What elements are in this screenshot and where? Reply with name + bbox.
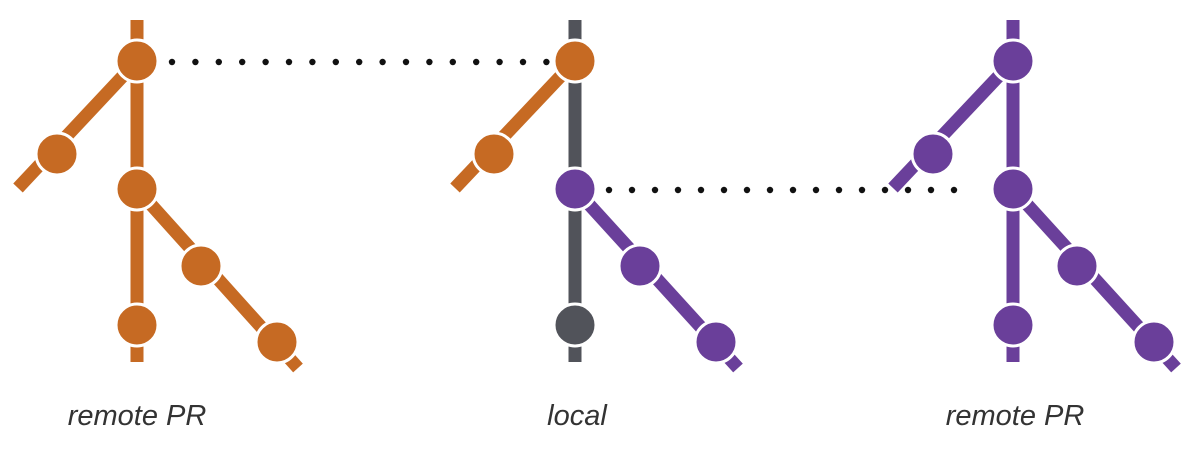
right-commit-merge — [990, 166, 1036, 212]
left-commit-branch-2 — [254, 319, 300, 365]
middle-commit-side — [471, 131, 517, 177]
middle-commit-bottom — [552, 302, 598, 348]
top-dotted-connector — [168, 58, 550, 66]
middle-connector-dot-7 — [766, 186, 774, 194]
middle-connector-dot-15 — [950, 186, 958, 194]
middle-connector-dot-11 — [858, 186, 866, 194]
top-connector-dot-0 — [168, 58, 176, 66]
top-connector-dot-6 — [309, 58, 316, 66]
top-connector-dot-2 — [215, 58, 222, 66]
middle-connector-dot-9 — [812, 186, 820, 194]
left-commit-merge — [114, 166, 160, 212]
middle-dotted-connector — [605, 186, 958, 194]
right-commit-top — [990, 38, 1036, 84]
top-connector-dot-10 — [402, 58, 410, 66]
right-commit-graph — [888, 20, 1181, 373]
middle-connector-dot-0 — [605, 186, 613, 194]
middle-commit-top — [552, 38, 598, 84]
top-connector-dot-1 — [192, 58, 199, 66]
top-connector-dot-11 — [426, 58, 433, 66]
top-connector-dot-14 — [496, 58, 503, 66]
left-commit-graph — [13, 20, 303, 373]
left-caption: remote PR — [67, 400, 207, 432]
top-connector-dot-15 — [519, 58, 527, 66]
middle-connector-dot-1 — [628, 186, 636, 194]
middle-connector-dot-4 — [697, 186, 705, 194]
right-upper-branch-line — [888, 56, 1018, 193]
right-commit-bottom — [990, 302, 1036, 348]
middle-connector-dot-10 — [835, 186, 843, 194]
left-commit-branch-1 — [178, 243, 224, 289]
middle-connector-dot-12 — [881, 186, 889, 194]
top-connector-dot-8 — [356, 58, 363, 66]
top-connector-dot-12 — [449, 58, 456, 66]
top-connector-dot-16 — [543, 58, 550, 66]
middle-upper-branch-line — [450, 56, 580, 193]
middle-commit-graph — [450, 20, 743, 373]
right-caption: remote PR — [945, 400, 1085, 432]
middle-connector-dot-2 — [651, 186, 659, 194]
top-connector-dot-3 — [239, 58, 246, 66]
middle-connector-dot-5 — [720, 186, 728, 194]
left-upper-branch-line — [13, 56, 142, 193]
top-connector-dot-9 — [379, 58, 386, 66]
left-commit-top — [114, 38, 160, 84]
top-connector-dot-13 — [473, 58, 480, 66]
middle-connector-dot-8 — [789, 186, 797, 194]
middle-connector-dot-14 — [927, 186, 935, 194]
middle-connector-dot-6 — [743, 186, 751, 194]
middle-caption: local — [547, 400, 607, 432]
right-commit-branch-1 — [1054, 243, 1100, 289]
left-commit-side — [34, 131, 80, 177]
top-connector-dot-5 — [285, 58, 293, 66]
middle-connector-dot-3 — [674, 186, 682, 194]
left-commit-bottom — [114, 302, 160, 348]
right-commit-branch-2 — [1131, 319, 1177, 365]
top-connector-dot-7 — [332, 58, 339, 66]
middle-commit-merge — [552, 166, 598, 212]
top-connector-dot-4 — [262, 58, 269, 66]
right-commit-side — [910, 131, 956, 177]
middle-commit-branch-2 — [693, 319, 739, 365]
middle-connector-dot-13 — [904, 186, 912, 194]
middle-commit-branch-1 — [617, 243, 663, 289]
